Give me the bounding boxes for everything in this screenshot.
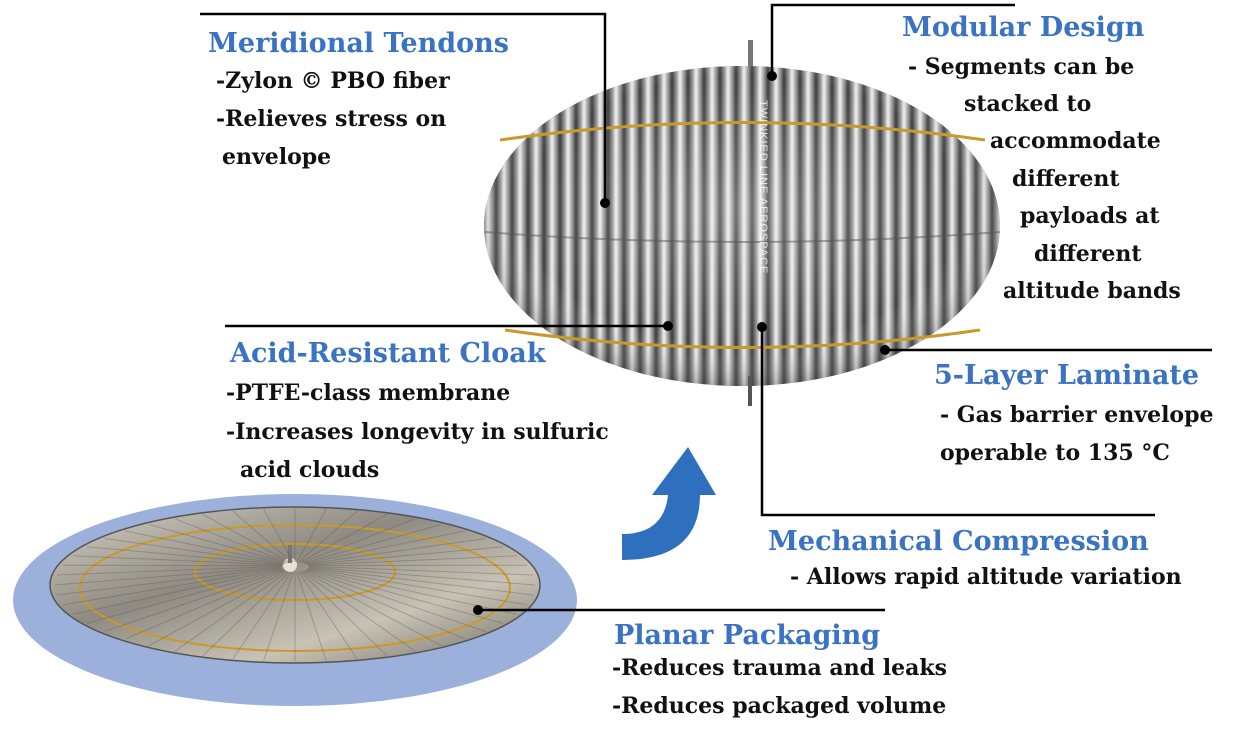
planar-line-2: -Reduces packaged volume xyxy=(612,693,947,719)
pad-seam xyxy=(62,567,282,606)
equator-seam xyxy=(484,231,1001,243)
pad-seam xyxy=(298,571,358,660)
acid-title: Acid-Resistant Cloak xyxy=(230,338,546,369)
pad-seam xyxy=(305,569,486,633)
pad-seam xyxy=(73,555,283,566)
bottom-fitting xyxy=(748,376,752,406)
laminate-title: 5-Layer Laminate xyxy=(934,360,1200,391)
pad-seam xyxy=(307,555,517,566)
mechanical-title: Mechanical Compression xyxy=(768,526,1149,557)
tendon-band-lower xyxy=(504,328,981,349)
pad-seam xyxy=(303,570,442,647)
modular-line-3: accommodate xyxy=(990,128,1161,154)
meridional-line-2: -Relieves stress on xyxy=(216,106,447,132)
acid-line-1: -PTFE-class membrane xyxy=(226,380,511,406)
modular-line-6: different xyxy=(1034,241,1142,267)
dot-acid xyxy=(663,321,673,331)
pad-seam xyxy=(304,570,465,640)
pad-seam xyxy=(56,567,282,596)
inflated-balloon: TWINKIED LINE AEROSPACE xyxy=(484,40,1001,406)
pad-ring-inner xyxy=(194,543,396,601)
pad-seam xyxy=(125,570,286,640)
pad-seam xyxy=(125,530,286,564)
pad-seam xyxy=(296,571,327,661)
pad-seam xyxy=(304,530,465,564)
pad-seam xyxy=(263,571,294,661)
pad-seam xyxy=(303,523,442,564)
pad-seam xyxy=(306,569,504,624)
dot-meridional xyxy=(600,198,610,208)
pad-seam xyxy=(300,571,388,656)
modular-title: Modular Design xyxy=(902,12,1145,43)
pad-seam xyxy=(263,508,294,563)
pad-seam xyxy=(202,513,290,563)
leader-meridional xyxy=(200,12,607,203)
pad-seam xyxy=(86,569,284,624)
pad-seam xyxy=(308,566,536,586)
modular-line-7: altitude bands xyxy=(1003,278,1181,304)
planar-line-1: -Reduces trauma and leaks xyxy=(612,655,947,681)
pad-seam xyxy=(104,537,284,565)
balloon-label: TWINKIED LINE AEROSPACE xyxy=(757,100,769,274)
pad-seam xyxy=(232,571,292,660)
dot-modular xyxy=(767,71,777,81)
meridional-line-3: envelope xyxy=(222,144,332,170)
dot-planar xyxy=(473,605,483,615)
modular-line-2: stacked to xyxy=(964,91,1092,117)
pad-seam xyxy=(301,518,416,564)
pad-seam xyxy=(300,513,388,563)
pad-seam xyxy=(308,567,528,606)
pad-seam xyxy=(307,568,517,615)
pad-mast xyxy=(288,545,292,563)
pad-seam xyxy=(298,510,358,563)
pad-seam xyxy=(174,518,289,564)
acid-line-2: -Increases longevity in sulfuric xyxy=(226,419,609,445)
modular-line-1: - Segments can be xyxy=(908,54,1135,80)
pad-seam xyxy=(308,567,534,596)
modular-line-5: payloads at xyxy=(1020,203,1160,229)
pad-seam xyxy=(174,570,289,652)
leader-modular xyxy=(770,3,1015,76)
pad-seam xyxy=(148,570,287,647)
pad-seam xyxy=(148,523,287,564)
pad-seam xyxy=(308,565,534,576)
pad-seam xyxy=(301,570,416,652)
balloon-mast xyxy=(748,40,753,70)
leader-mechanical xyxy=(760,327,1155,517)
planar-title: Planar Packaging xyxy=(614,620,881,651)
pad-seam xyxy=(307,546,503,565)
dot-laminate xyxy=(880,345,890,355)
acid-line-3: acid clouds xyxy=(240,457,380,483)
dot-mechanical xyxy=(757,322,767,332)
pad-ring-outer xyxy=(79,524,511,652)
inflation-arrow xyxy=(622,447,716,560)
pad-seam xyxy=(73,568,283,615)
pad-seam xyxy=(87,546,283,565)
meridional-title: Meridional Tendons xyxy=(208,28,509,59)
meridional-line-1: -Zylon © PBO fiber xyxy=(216,68,450,94)
laminate-line-2: operable to 135 °C xyxy=(940,440,1170,466)
pad-seam xyxy=(202,571,290,656)
tendon-band-upper xyxy=(499,121,986,142)
pad-seam xyxy=(56,565,282,576)
pad-seam xyxy=(54,566,282,586)
pad-seam xyxy=(232,510,292,563)
mechanical-line-1: - Allows rapid altitude variation xyxy=(790,564,1182,590)
planar-pad xyxy=(13,494,577,706)
laminate-line-1: - Gas barrier envelope xyxy=(940,402,1214,428)
modular-line-4: different xyxy=(1012,166,1120,192)
pad-seam xyxy=(104,569,285,633)
pad-seam xyxy=(296,508,327,563)
pad-seam xyxy=(306,537,486,565)
